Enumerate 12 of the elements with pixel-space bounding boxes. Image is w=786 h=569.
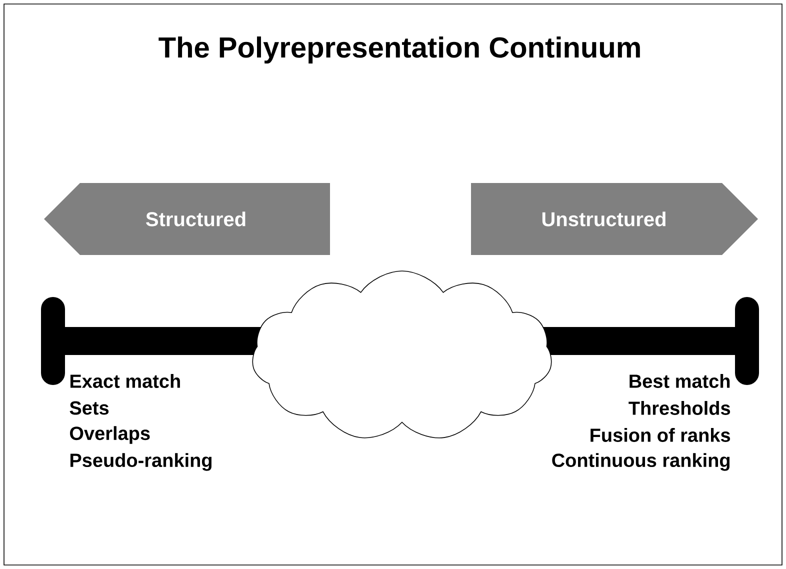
list-item: Fusion of ranks	[590, 428, 730, 442]
title: The Polyrepresentation Continuum	[158, 36, 640, 64]
arrow-box: Structured	[44, 183, 330, 255]
list-item: Exact match	[70, 374, 180, 388]
cloud-shape	[252, 270, 552, 438]
list-item: Continuous ranking	[552, 453, 730, 471]
list-item: Thresholds	[628, 401, 730, 415]
list-item: Overlaps	[70, 426, 150, 444]
arrow-box: Unstructured	[471, 183, 758, 255]
list-item: Sets	[70, 401, 109, 415]
list-item: Best match	[630, 374, 730, 388]
list-item: Pseudo-ranking	[70, 453, 212, 471]
